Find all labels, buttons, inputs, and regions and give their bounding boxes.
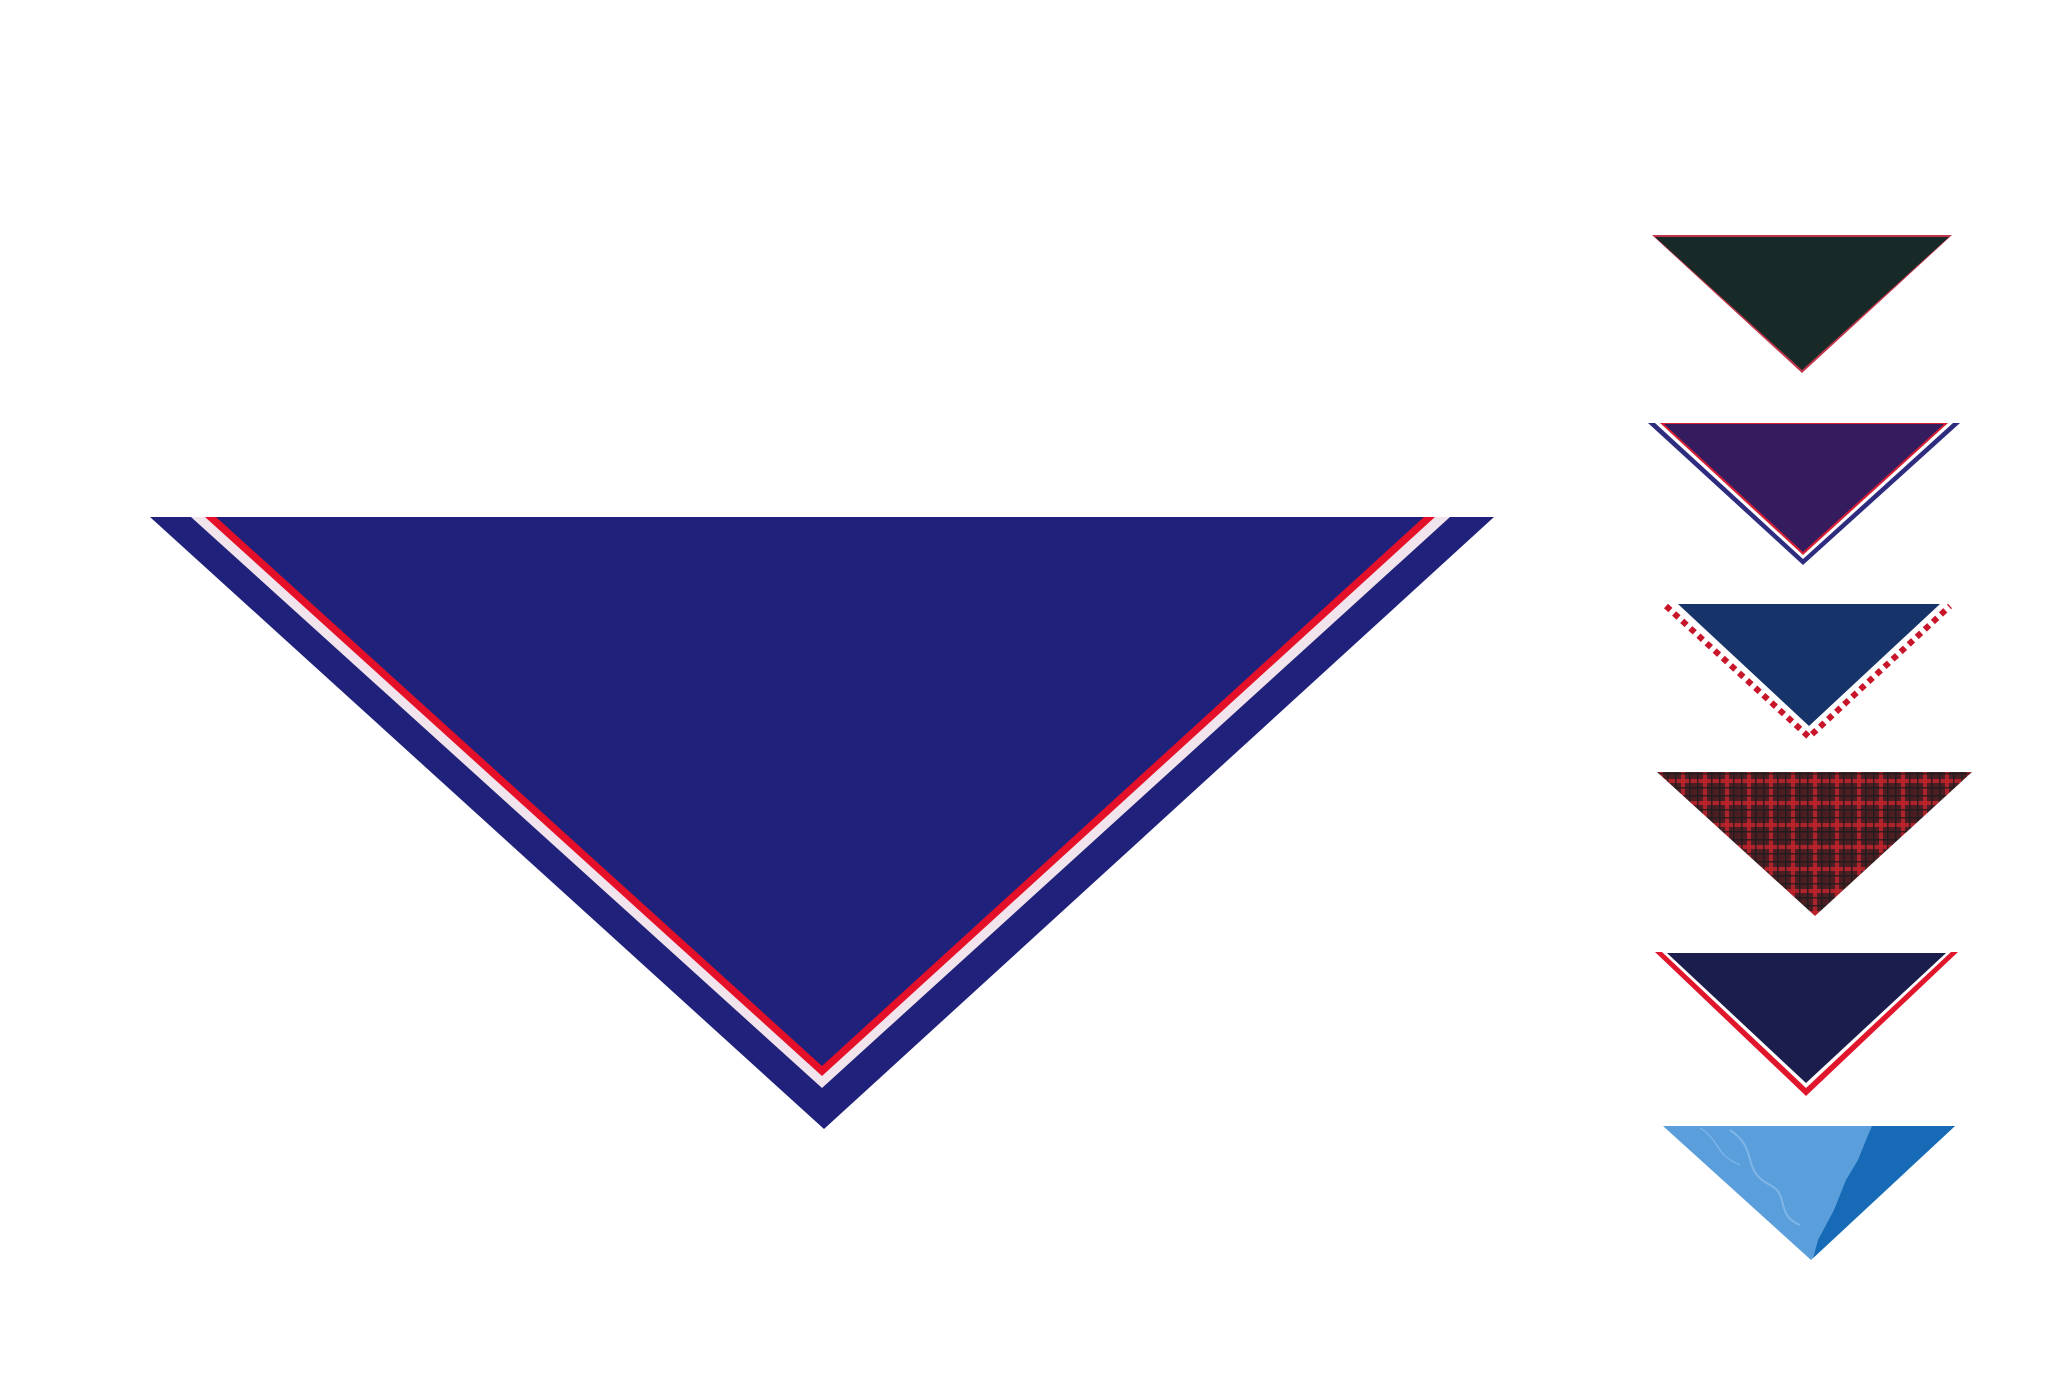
scarf-option-dark-green[interactable] <box>1652 235 1952 373</box>
preview-body <box>216 517 1424 1066</box>
option-navy-dashed-body <box>1678 604 1940 726</box>
scarf-option-navy-dashed[interactable] <box>1660 603 1956 742</box>
option-dark-green-body <box>1655 237 1949 370</box>
option-blue-map-contour <box>1699 1127 1741 1166</box>
scarf-preview <box>150 517 1494 1129</box>
option-dark-navy-body <box>1667 953 1946 1083</box>
scarf-option-purple-border[interactable] <box>1648 423 1960 565</box>
option-red-tartan-body <box>1657 772 1972 916</box>
scarf-options-list <box>1648 235 1972 1270</box>
scarf-option-dark-navy-border[interactable] <box>1655 952 1958 1096</box>
scarf-option-blue-map[interactable] <box>1663 1126 1960 1270</box>
option-navy-dashed-trim <box>1663 603 1953 742</box>
option-blue-map-river <box>1729 1129 1801 1226</box>
scarf-option-red-tartan[interactable] <box>1657 772 1972 916</box>
option-purple-body <box>1664 424 1944 552</box>
